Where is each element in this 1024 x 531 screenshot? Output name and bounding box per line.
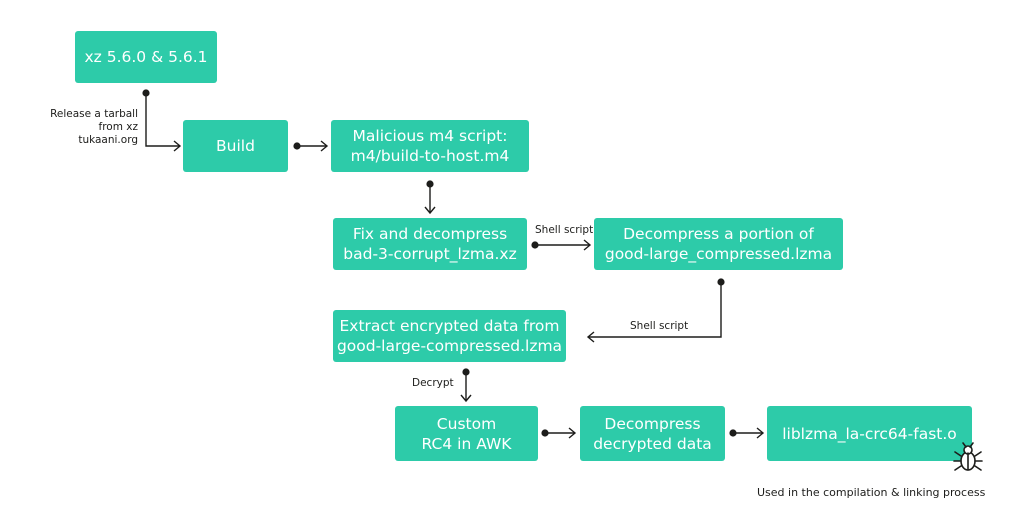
node-xz-versions: xz 5.6.0 & 5.6.1 bbox=[75, 31, 217, 83]
bug-icon bbox=[953, 442, 983, 471]
label-release-tarball: Release a tarball from xz tukaani.org bbox=[50, 108, 138, 146]
label-shell-script-2: Shell script bbox=[630, 320, 689, 332]
node-malicious-m4-script: Malicious m4 script: m4/build-to-host.m4 bbox=[331, 120, 529, 172]
node-custom-rc4: Custom RC4 in AWK bbox=[395, 406, 538, 461]
label-decrypt: Decrypt bbox=[412, 377, 454, 389]
label-shell-script-1: Shell script bbox=[535, 224, 594, 236]
edge-xz-to-build bbox=[145, 93, 180, 147]
footer-note: Used in the compilation & linking proces… bbox=[757, 486, 986, 499]
node-decompress-decrypted: Decompress decrypted data bbox=[580, 406, 725, 461]
node-build: Build bbox=[183, 120, 288, 172]
node-decompress-portion: Decompress a portion of good-large_compr… bbox=[594, 218, 843, 270]
node-extract-encrypted-data: Extract encrypted data from good-large-c… bbox=[333, 310, 566, 362]
edge-decompress-to-extract bbox=[588, 282, 722, 338]
node-liblzma-object: liblzma_la-crc64-fast.o bbox=[767, 406, 972, 461]
node-fix-and-decompress: Fix and decompress bad-3-corrupt_lzma.xz bbox=[333, 218, 527, 270]
